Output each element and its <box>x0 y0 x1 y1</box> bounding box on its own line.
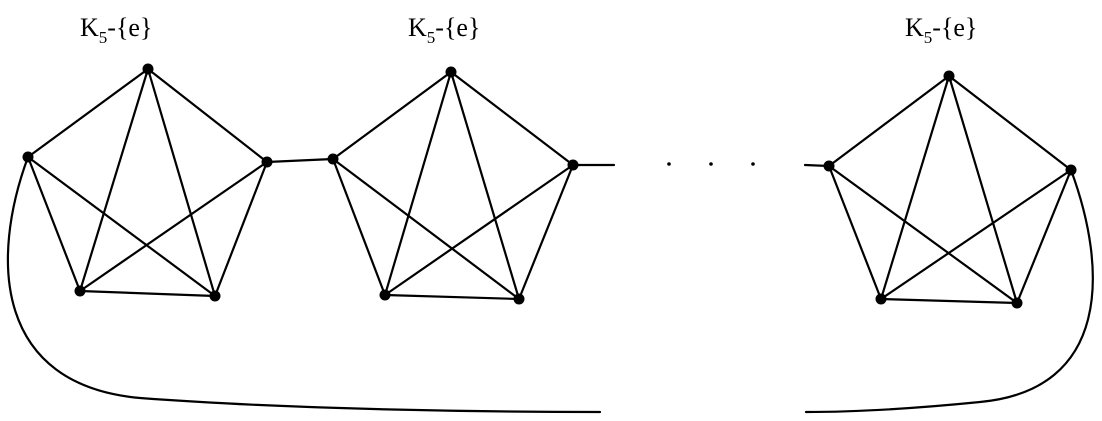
ellipsis-dot <box>709 162 713 166</box>
edge <box>879 168 1073 301</box>
copy-1-edges <box>26 67 269 298</box>
copy-2-label: K5-{e} <box>408 13 480 47</box>
edge <box>827 74 951 168</box>
copy-2-edges <box>331 70 575 301</box>
copy-1-vertices <box>22 63 273 302</box>
bridge-edge-1-2 <box>265 157 335 164</box>
label-rest: -{e} <box>107 13 152 42</box>
label-main: K <box>905 13 924 42</box>
edge <box>449 70 521 301</box>
edge <box>78 160 269 293</box>
edge <box>827 164 1019 305</box>
edge <box>26 155 217 298</box>
edge <box>1015 168 1073 305</box>
vertex <box>1065 164 1077 176</box>
edge <box>383 70 453 297</box>
edge <box>879 74 951 301</box>
copy-1-label: K5-{e} <box>80 13 152 47</box>
label-rest: -{e} <box>932 13 977 42</box>
copy-3-vertices <box>823 70 1077 309</box>
edge <box>449 70 575 167</box>
return-curve-left <box>6 155 602 414</box>
vertex <box>74 285 86 297</box>
ellipsis-dot <box>751 162 755 166</box>
label-rest: -{e} <box>435 13 480 42</box>
edge <box>26 155 82 293</box>
label-main: K <box>408 13 427 42</box>
vertex <box>875 293 887 305</box>
edge <box>827 164 883 301</box>
edge <box>331 70 453 161</box>
return-curve-right <box>804 168 1094 414</box>
connector-edges <box>6 155 1094 414</box>
vertex <box>209 290 221 302</box>
edge <box>146 67 217 298</box>
edge <box>78 67 150 293</box>
vertex <box>1011 297 1023 309</box>
edge <box>517 163 575 301</box>
label-sub: 5 <box>924 28 933 47</box>
label-main: K <box>80 13 99 42</box>
copy-2-vertices <box>327 66 579 305</box>
edge <box>26 67 150 159</box>
vertex <box>261 156 273 168</box>
edge <box>331 157 521 301</box>
edge <box>383 163 575 297</box>
ellipsis <box>667 162 755 166</box>
ellipsis-dot <box>667 162 671 166</box>
vertex <box>567 159 579 171</box>
edge <box>947 74 1019 305</box>
edge <box>879 297 1019 305</box>
edge <box>331 157 387 297</box>
vertex <box>327 153 339 165</box>
copy-3-label: K5-{e} <box>905 13 977 47</box>
vertex <box>22 151 34 163</box>
vertex <box>513 293 525 305</box>
edge <box>947 74 1073 172</box>
label-sub: 5 <box>99 28 108 47</box>
label-sub: 5 <box>427 28 436 47</box>
vertex <box>823 160 835 172</box>
vertex <box>943 70 955 82</box>
edge <box>213 160 269 298</box>
edge <box>146 67 269 164</box>
edge <box>383 293 521 301</box>
copy-3-edges <box>827 74 1073 305</box>
vertex <box>142 63 154 75</box>
edge <box>78 289 217 298</box>
vertex <box>445 66 457 78</box>
vertex <box>379 289 391 301</box>
